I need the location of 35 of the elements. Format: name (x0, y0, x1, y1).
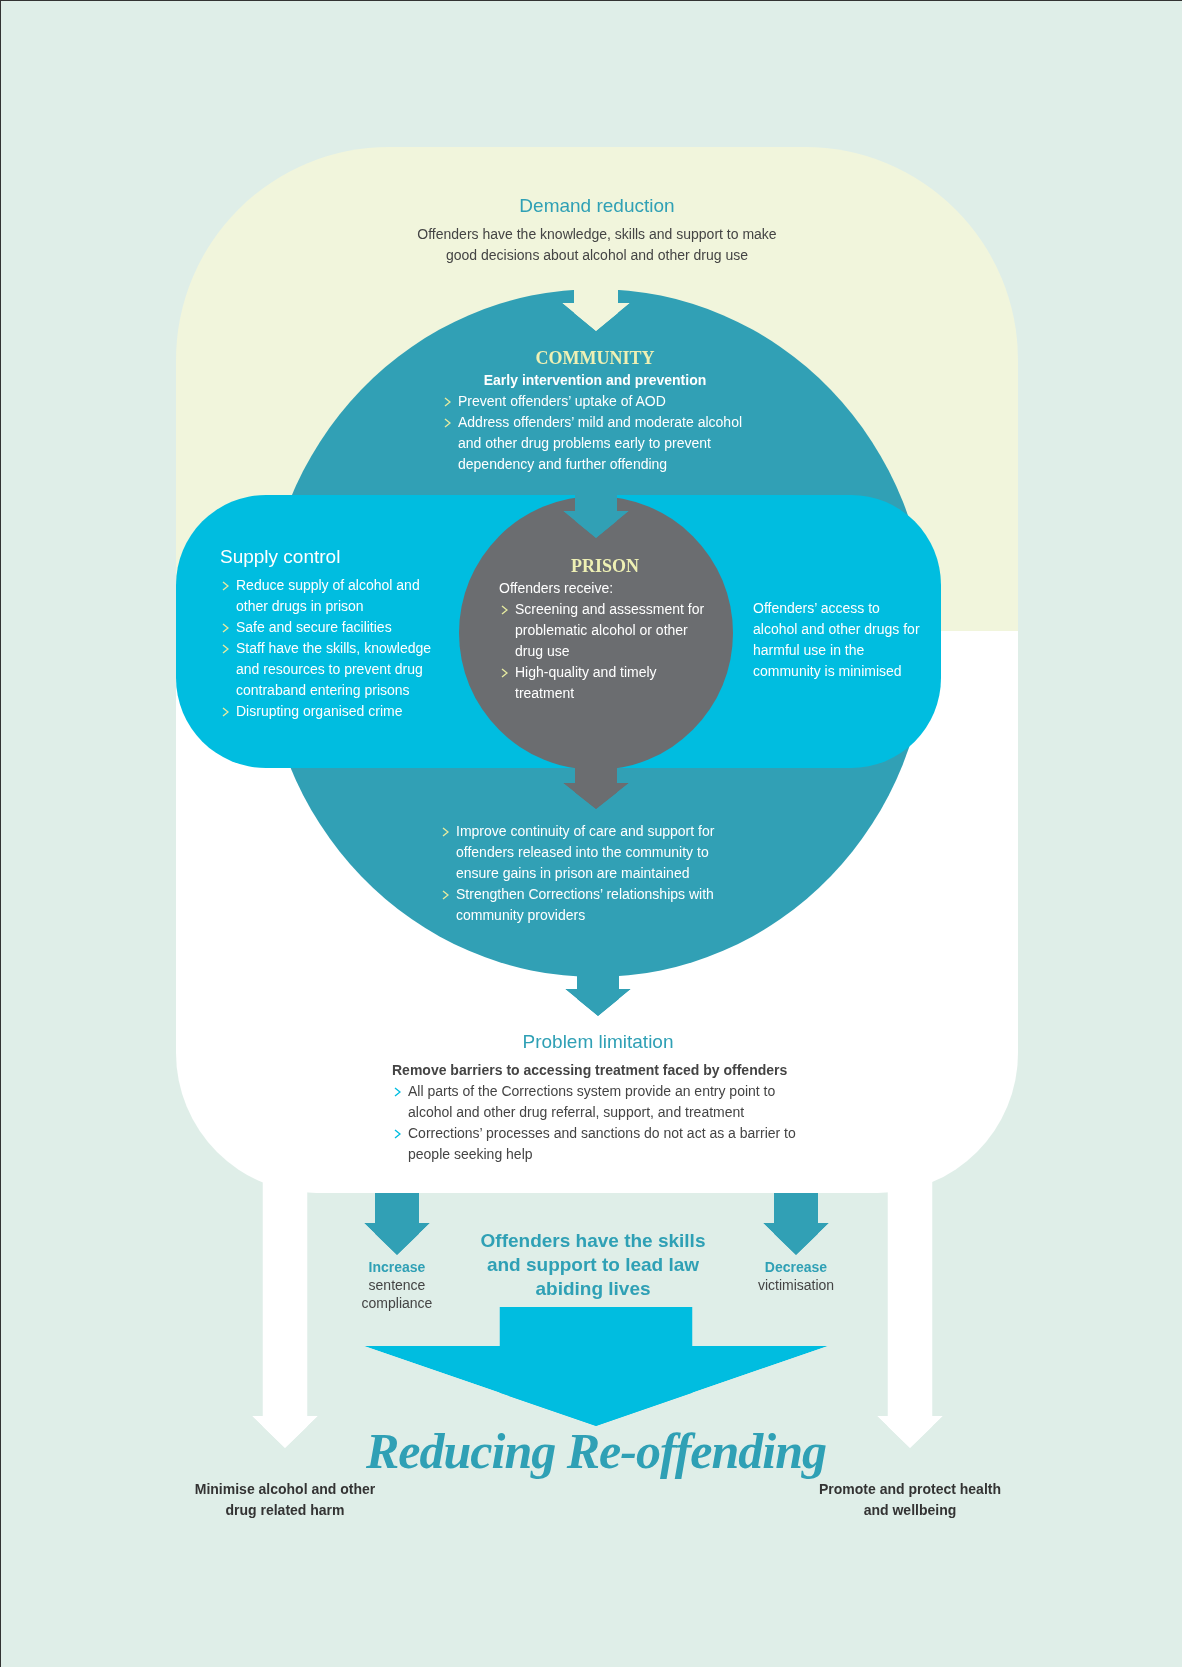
outcome-text: Decrease victimisation (731, 1258, 861, 1294)
bullet-text: High-quality and timely treatment (515, 663, 658, 703)
supply-control-band (176, 495, 941, 768)
bullet-text: Screening and assessment for problematic alcohol or other drug use (515, 600, 706, 661)
body-text: Offenders’ access to alcohol and other drugs for harmful use in the community is minimised (753, 599, 921, 681)
subheading: Remove barriers to accessing treatment faced by offenders (392, 1061, 789, 1080)
headline-text: Reducing Re-offending (296, 1421, 896, 1477)
body-text: Offenders receive: (499, 579, 615, 598)
bullet-text: Address offenders’ mild and moderate alcohol and other drug problems early to prevent dependency and further offending (458, 413, 744, 474)
section-heading: Supply control (220, 545, 342, 569)
arrow (563, 495, 629, 538)
bullet-text: Safe and secure facilities (236, 618, 393, 637)
subheading: Early intervention and prevention (482, 371, 708, 390)
body-text: Offenders have the knowledge, skills and support to make good decisions about alcohol and other drug use (416, 225, 778, 265)
outcome-text: Minimise alcohol and other drug related harm (185, 1479, 385, 1521)
section-heading: Demand reduction (518, 194, 676, 218)
goal-text: Offenders have the skills and support to lead law abiding lives (468, 1229, 718, 1301)
bullet-text: All parts of the Corrections system provide an entry point to alcohol and other drug referral, support, and treatment (408, 1082, 777, 1122)
section-heading: COMMUNITY (534, 347, 656, 370)
bullet-text: Staff have the skills, knowledge and resources to prevent drug contraband entering prisons (236, 639, 433, 700)
outcome-text: Increase sentence compliance (337, 1258, 457, 1312)
bullet-text: Strengthen Corrections’ relationships with community providers (456, 885, 715, 925)
section-heading: PRISON (570, 555, 640, 578)
section-heading: Problem limitation (521, 1030, 675, 1054)
arrow (364, 1193, 430, 1255)
bullet-text: Disrupting organised crime (236, 702, 404, 721)
bullet-text: Corrections’ processes and sanctions do not act as a barrier to people seeking help (408, 1124, 797, 1164)
arrow (563, 765, 629, 809)
bullet-text: Reduce supply of alcohol and other drugs in prison (236, 576, 421, 616)
arrow (364, 1307, 828, 1426)
arrow (763, 1193, 829, 1255)
outcome-text: Promote and protect health and wellbeing (810, 1479, 1010, 1521)
strategy-panel (176, 147, 1018, 1193)
bullet-text: Improve continuity of care and support for offenders released into the community to ensure gains in prison are maintained (456, 822, 716, 883)
bullet-text: Prevent offenders’ uptake of AOD (458, 392, 667, 411)
